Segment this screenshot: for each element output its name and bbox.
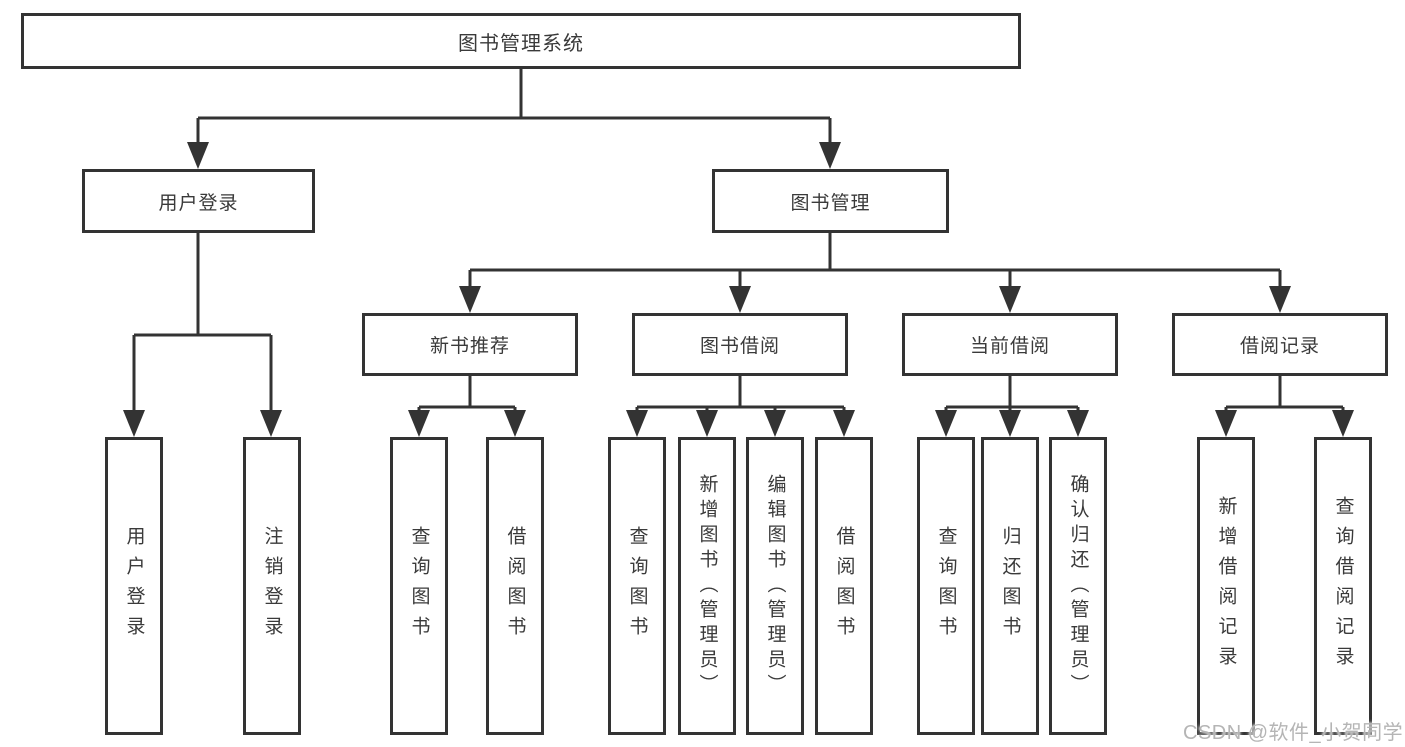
- node-book-borrowing: 图书借阅: [632, 313, 848, 376]
- node-book-management: 图书管理: [712, 169, 949, 233]
- leaf-borrow-books-2: 借阅图书: [815, 437, 873, 735]
- leaf-user-login: 用户登录: [105, 437, 163, 735]
- leaf-add-books-admin: 新增图书（管理员）: [678, 437, 736, 735]
- node-library-management-system: 图书管理系统: [21, 13, 1021, 69]
- node-user-login: 用户登录: [82, 169, 315, 233]
- leaf-query-books-1: 查询图书: [390, 437, 448, 735]
- node-current-borrowing: 当前借阅: [902, 313, 1118, 376]
- leaf-edit-books-admin: 编辑图书（管理员）: [746, 437, 804, 735]
- leaf-logout-login: 注销登录: [243, 437, 301, 735]
- leaf-query-books-2: 查询图书: [608, 437, 666, 735]
- leaf-add-borrow-record: 新增借阅记录: [1197, 437, 1255, 735]
- leaf-confirm-return-admin: 确认归还（管理员）: [1049, 437, 1107, 735]
- node-new-book-recommendation: 新书推荐: [362, 313, 578, 376]
- watermark-csdn: CSDN @软件_小贺同学: [1183, 722, 1404, 744]
- node-borrowing-records: 借阅记录: [1172, 313, 1388, 376]
- leaf-query-borrow-record: 查询借阅记录: [1314, 437, 1372, 735]
- leaf-return-books: 归还图书: [981, 437, 1039, 735]
- leaf-borrow-books-1: 借阅图书: [486, 437, 544, 735]
- arrowheads: [123, 142, 1354, 437]
- leaf-query-books-3: 查询图书: [917, 437, 975, 735]
